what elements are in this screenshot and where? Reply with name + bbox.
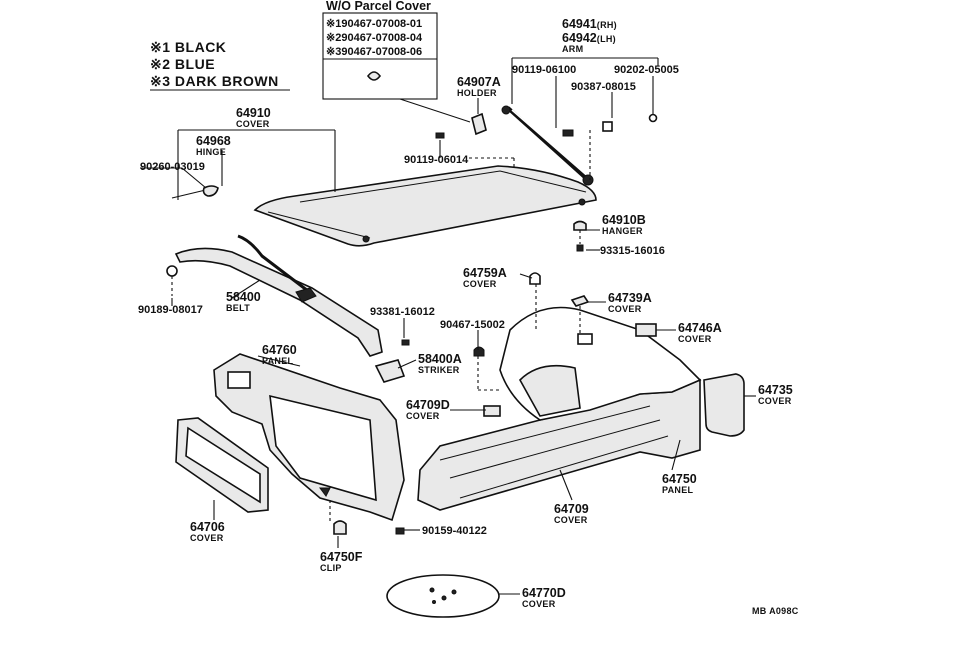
label-93315-16016: 93315-16016 [600,245,665,257]
nut-90387-08015 [602,121,613,132]
side-panel-part [213,353,405,522]
seat-belt-part [166,234,383,357]
parcel-box-row-3: ※390467-07008-06 [326,46,422,58]
bolt-90119-06100 [562,129,574,137]
bolt-93381-16012 [401,339,410,346]
label-64750F-name: CLIP [320,563,342,573]
back-panel-part [417,306,702,511]
color-legend: ※1 BLACK ※2 BLUE ※3 DARK BROWN [150,39,290,91]
label-64968-name: HINGE [196,147,226,157]
label-90387-08015: 90387-08015 [571,81,636,93]
label-64735: 64735 [758,383,793,397]
label-64739A-name: COVER [608,304,642,314]
parcel-box-row-1: ※190467-07008-01 [326,18,422,30]
label-64750-name: PANEL [662,485,694,495]
cover-64739A-part [570,295,590,307]
legend-item-2: ※2 BLUE [150,56,215,72]
svg-text:64941(RH): 64941(RH) [562,17,617,31]
label-90119-06100: 90119-06100 [512,64,576,76]
label-64746A: 64746A [678,321,722,335]
label-64770D-name: COVER [522,599,556,609]
parcel-box-leader [399,98,471,123]
label-64760-name: PANEL [262,356,294,366]
figure-code: MB A098C [752,606,799,616]
label-64735-name: COVER [758,396,792,406]
hanger-part [573,220,587,231]
label-90202-05005: 90202-05005 [614,64,679,76]
label-58400: 58400 [226,290,261,304]
label-58400A-name: STRIKER [418,365,460,375]
label-64709D: 64709D [406,398,450,412]
cover-64735-part [703,373,745,437]
cover-64759A-part [529,272,541,285]
legend-item-3: ※3 DARK BROWN [150,73,279,89]
label-64759A: 64759A [463,266,507,280]
label-64709-name: COVER [554,515,588,525]
label-64910-name: COVER [236,119,270,129]
label-64750: 64750 [662,472,697,486]
label-64910B: 64910B [602,213,646,227]
label-64942: 64942 [562,31,597,45]
label-64706: 64706 [190,520,225,534]
label-58400A: 58400A [418,352,462,366]
striker-part [374,359,406,383]
label-64910B-name: HANGER [602,226,643,236]
parcel-box-row-2: ※290467-07008-04 [326,32,423,44]
trunk-arm [501,105,594,186]
washer-90202-05005 [648,113,658,123]
label-93381-16012: 93381-16012 [370,306,435,318]
hinge-part [171,185,219,199]
label-64907A-name: HOLDER [457,88,497,98]
label-64760: 64760 [262,343,297,357]
clip-64750F-part [333,520,347,535]
label-90467-15002: 90467-15002 [440,319,505,331]
side-cover-part [175,417,269,513]
clip-90467-15002 [473,346,485,357]
screw-90159-40122 [395,527,405,535]
svg-text:64942(LH): 64942(LH) [562,31,616,45]
parcel-clip-icon [366,71,382,81]
label-64941: 64941 [562,17,597,31]
label-58400-name: BELT [226,303,250,313]
label-64942-name: ARM [562,44,583,54]
label-64709: 64709 [554,502,589,516]
parcel-cover-box: W/O Parcel Cover ※190467-07008-01 ※29046… [322,0,471,123]
label-64770D: 64770D [522,586,566,600]
label-90159-40122: 90159-40122 [422,525,487,537]
label-64750F: 64750F [320,550,363,564]
package-tray-cover [253,165,597,247]
label-90119-06014: 90119-06014 [404,154,469,166]
legend-item-1: ※1 BLACK [150,39,226,55]
parcel-box-title: W/O Parcel Cover [326,0,431,13]
label-64968: 64968 [196,134,231,148]
round-cover-part [386,574,500,618]
callout-64941-64942: 64941(RH) 64942(LH) ARM [562,17,617,54]
label-64739A: 64739A [608,291,652,305]
label-64910: 64910 [236,106,271,120]
label-64709D-name: COVER [406,411,440,421]
label-64907A: 64907A [457,75,501,89]
label-64746A-name: COVER [678,334,712,344]
cover-64709D-part [483,405,501,417]
holder-part [471,112,487,136]
label-90189-08017: 90189-08017 [138,304,203,316]
label-64706-name: COVER [190,533,224,543]
label-64759A-name: COVER [463,279,497,289]
parcel-box-frame [322,12,438,100]
label-90260-03019: 90260-03019 [140,161,205,173]
screw-93315-16016 [576,244,584,252]
cover-64746A-part [635,323,657,337]
leader-lines [140,57,756,595]
bolt-90119-06014 [435,132,445,139]
